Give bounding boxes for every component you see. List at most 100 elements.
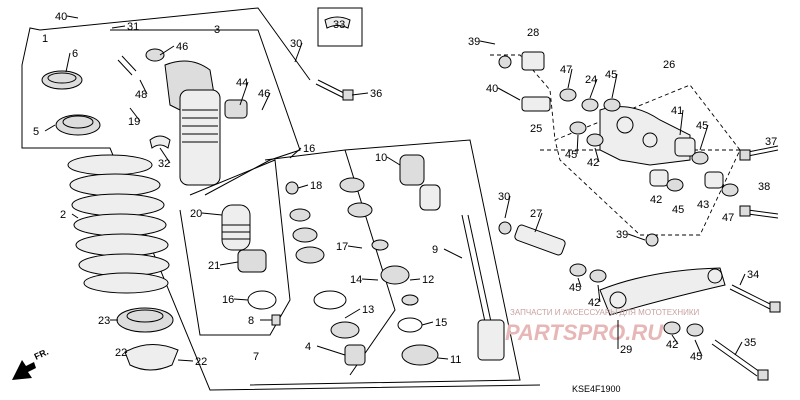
callout-40: 40 (486, 83, 498, 95)
callout-leader-5 (44, 124, 56, 132)
callout-6: 6 (72, 48, 78, 60)
callout-35: 35 (744, 337, 756, 349)
callout-8: 8 (248, 315, 254, 327)
callout-45: 45 (690, 351, 702, 363)
callout-45: 45 (696, 120, 708, 132)
callout-leader-42 (594, 147, 600, 163)
callout-leader-9 (443, 248, 463, 259)
callout-29: 29 (620, 344, 632, 356)
callout-46: 46 (258, 88, 270, 100)
callout-37: 37 (765, 136, 777, 148)
linkage-parts (315, 51, 781, 381)
callout-27: 27 (530, 208, 542, 220)
callout-17: 17 (336, 241, 348, 253)
callout-39: 39 (468, 36, 480, 48)
watermark: ЗАПЧАСТИ И АКСЕССУАРЫ ДЛЯ МОТОТЕХНИКИ PA… (505, 308, 700, 345)
callout-3: 3 (214, 24, 220, 36)
callout-2: 2 (60, 209, 66, 221)
callout-leader-21 (219, 261, 239, 266)
callout-leader-48 (139, 79, 148, 95)
callout-47: 47 (560, 64, 572, 76)
callout-42: 42 (666, 339, 678, 351)
callout-28: 28 (527, 27, 539, 39)
callout-1: 1 (42, 33, 48, 45)
callout-42: 42 (650, 194, 662, 206)
callout-leader-16 (233, 298, 249, 301)
callout-leader-16 (289, 147, 302, 159)
spring-seats (116, 307, 179, 371)
callout-leader-45 (576, 134, 579, 155)
callout-12: 12 (422, 274, 434, 286)
callout-leader-44 (239, 81, 249, 106)
callout-leader-40 (497, 87, 521, 101)
callout-26: 26 (663, 59, 675, 71)
watermark-line2: PARTSPRO.RU (505, 320, 664, 345)
callout-leader-39 (479, 40, 496, 45)
callout-24: 24 (585, 74, 597, 86)
callout-leader-42 (597, 284, 601, 303)
callout-leader-19 (129, 107, 141, 122)
callout-leader-18 (297, 184, 309, 189)
callout-45: 45 (672, 204, 684, 216)
front-label: FR. (33, 347, 50, 362)
callout-4: 4 (305, 341, 311, 353)
callout-9: 9 (432, 244, 438, 256)
callout-leader-42 (671, 334, 679, 345)
callout-11: 11 (450, 354, 461, 366)
callout-25: 25 (530, 123, 542, 135)
callout-leader-47 (567, 68, 573, 89)
callout-33: 33 (333, 19, 345, 31)
callout-40: 40 (55, 11, 67, 23)
callout-leader-40 (66, 15, 79, 19)
callout-22: 22 (115, 347, 127, 359)
callout-leader-45 (611, 73, 618, 99)
callout-18: 18 (310, 180, 322, 192)
callout-leader-46 (261, 92, 271, 111)
front-direction-arrow: FR. (12, 347, 50, 380)
callout-leader-46 (159, 45, 175, 56)
callout-leader-2 (71, 213, 79, 219)
callout-leader-41 (679, 109, 684, 136)
callout-42: 42 (587, 157, 599, 169)
watermark-line1: ЗАПЧАСТИ И АКСЕССУАРЫ ДЛЯ МОТОТЕХНИКИ (510, 308, 700, 317)
callout-21: 21 (208, 260, 220, 272)
callout-leader-22 (124, 351, 128, 354)
callout-42: 42 (588, 297, 600, 309)
callout-43: 43 (697, 199, 709, 211)
callout-20: 20 (190, 208, 202, 220)
callout-leader-20 (201, 212, 223, 216)
callout-46: 46 (176, 41, 188, 53)
callout-7: 7 (253, 351, 259, 363)
callout-leader-6 (65, 52, 71, 73)
clip-part (149, 135, 171, 149)
callout-48: 48 (135, 89, 147, 101)
callout-leader-10 (386, 156, 401, 166)
callout-45: 45 (569, 282, 581, 294)
callout-36: 36 (370, 88, 382, 100)
callout-13: 13 (362, 304, 374, 316)
callout-leader-13 (344, 308, 361, 319)
label-part (324, 16, 351, 29)
callout-16: 16 (303, 143, 315, 155)
callout-47: 47 (722, 212, 734, 224)
callout-leader-45 (577, 277, 582, 288)
callout-leader-24 (589, 78, 598, 99)
callout-30: 30 (290, 38, 302, 50)
callout-22: 22 (195, 356, 207, 368)
callout-leader-34 (739, 273, 746, 286)
callout-leader-45 (694, 339, 703, 357)
callout-leader-30 (504, 195, 511, 219)
callout-34: 34 (747, 269, 759, 281)
callout-5: 5 (33, 126, 39, 138)
callout-leader-45 (699, 124, 709, 151)
callout-45: 45 (605, 69, 617, 81)
spring-adjuster-nuts (41, 70, 101, 136)
damper-body (117, 48, 248, 186)
callout-leader-11 (437, 357, 449, 360)
callout-leader-22 (177, 359, 194, 362)
callout-leader-15 (421, 321, 434, 326)
callout-leader-14 (361, 278, 379, 281)
callout-16: 16 (222, 294, 234, 306)
